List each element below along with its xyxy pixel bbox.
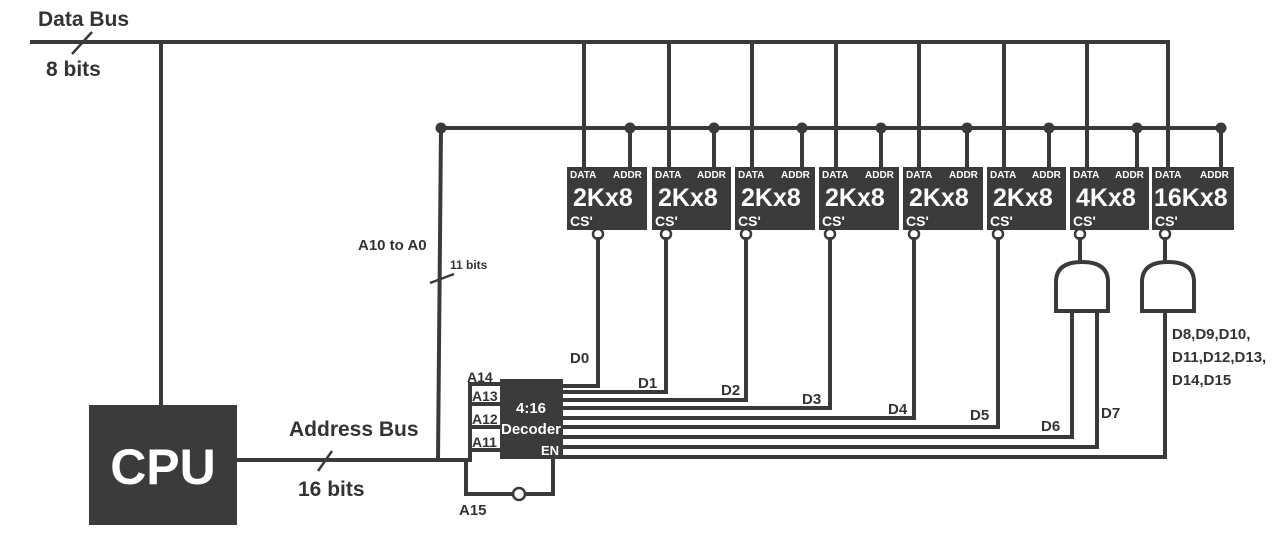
chip-cs-label: CS' (822, 213, 845, 229)
chip-cs-label: CS' (1155, 213, 1178, 229)
address-bus-width-label: 16 bits (298, 478, 365, 501)
chip-name: 4Kx8 (1076, 184, 1136, 212)
chip-name: 2Kx8 (658, 184, 718, 212)
addr-low-vertical (435, 125, 444, 463)
data-bus-label: Data Bus (38, 8, 129, 31)
addr-low-width-slash (429, 272, 455, 285)
chip-addr-label: ADDR (781, 170, 811, 181)
chip-data-label: DATA (738, 170, 764, 181)
chip-data-label: DATA (570, 170, 596, 181)
decoder-output-label: D6 (1041, 418, 1060, 435)
and-gate-4k (1054, 237, 1110, 313)
a15-label: A15 (459, 502, 487, 519)
chip-2: DATA ADDR 2Kx8 CS' (735, 167, 815, 230)
data-bus-width-slash (71, 31, 93, 55)
decoder-output-label: D5 (970, 407, 989, 424)
address-bus-label: Address Bus (289, 418, 419, 441)
and-inputs-line2: D11,D12,D13, (1172, 349, 1266, 366)
chip-addr-label: ADDR (1032, 170, 1062, 181)
chip-data-label: DATA (1073, 170, 1099, 181)
decoder-input-wiring (464, 382, 555, 496)
chip-1: DATA ADDR 2Kx8 CS' (652, 167, 731, 230)
chip-name: 2Kx8 (741, 184, 801, 212)
decoder-input-label: A14 (467, 369, 493, 385)
chip-addr-label: ADDR (1200, 170, 1230, 181)
chip-cs-label: CS' (570, 213, 593, 229)
address-bus-width-slash (316, 450, 334, 472)
chip-data-label: DATA (822, 170, 848, 181)
cs-bubbles (591, 227, 1172, 241)
chip-cs-label: CS' (990, 213, 1013, 229)
chip-3: DATA ADDR 2Kx8 CS' (819, 167, 899, 230)
cpu-block (89, 405, 237, 525)
decoder-output-label: D0 (570, 350, 589, 367)
decoder-output-label: D2 (721, 382, 740, 399)
decoder-output-label: D7 (1101, 405, 1120, 422)
chip-name: 2Kx8 (909, 184, 969, 212)
cpu-label: CPU (110, 439, 216, 495)
decoder-line2: Decoder (501, 421, 561, 438)
data-bus-width-label: 8 bits (46, 58, 101, 81)
chip-5: DATA ADDR 2Kx8 CS' (987, 167, 1066, 230)
decoder-output-label: D4 (888, 401, 908, 418)
chip-data-label: DATA (990, 170, 1016, 181)
chip-name: 2Kx8 (573, 184, 633, 212)
chip-data-label: DATA (906, 170, 932, 181)
chip-data-label: DATA (1155, 170, 1181, 181)
chip-cs-label: CS' (738, 213, 761, 229)
decoder-line1: 4:16 (516, 400, 546, 417)
decoder-output-label: D1 (638, 375, 657, 392)
and-inputs-line1: D8,D9,D10, (1172, 326, 1250, 343)
chip-addr-label: ADDR (613, 170, 643, 181)
chip-name: 16Kx8 (1154, 184, 1228, 212)
chip-6: DATA ADDR 4Kx8 CS' (1070, 167, 1149, 230)
chip-addr-label: ADDR (865, 170, 895, 181)
chip-data-label: DATA (655, 170, 681, 181)
addr-low-label: A10 to A0 (358, 237, 427, 254)
chip-addr-label: ADDR (949, 170, 979, 181)
addr-low-width-label: 11 bits (450, 258, 488, 272)
and-inputs-line3: D14,D15 (1172, 372, 1231, 389)
chip-0: DATA ADDR 2Kx8 CS' (567, 167, 647, 230)
chip-addr-label: ADDR (1115, 170, 1145, 181)
chip-name: 2Kx8 (825, 184, 885, 212)
a15-inverter-bubble (511, 486, 527, 502)
decoder-output-wires (561, 237, 1167, 459)
chip-7: DATA ADDR 16Kx8 CS' (1152, 167, 1234, 230)
chip-4: DATA ADDR 2Kx8 CS' (903, 167, 983, 230)
addr-drops (628, 126, 1223, 169)
decoder-output-label: D3 (802, 391, 821, 408)
chip-addr-label: ADDR (697, 170, 727, 181)
data-drops (582, 40, 1170, 169)
chip-cs-label: CS' (906, 213, 929, 229)
decoder-block (500, 379, 563, 459)
decoder-input-label: A11 (472, 434, 497, 450)
chip-cs-label: CS' (655, 213, 678, 229)
chip-name: 2Kx8 (993, 184, 1053, 212)
chip-cs-label: CS' (1073, 213, 1096, 229)
decoder-input-label: A13 (472, 388, 498, 404)
decoder-enable-label: EN (541, 443, 559, 458)
decoder-input-label: A12 (472, 411, 498, 427)
and-gate-16k (1140, 237, 1196, 313)
